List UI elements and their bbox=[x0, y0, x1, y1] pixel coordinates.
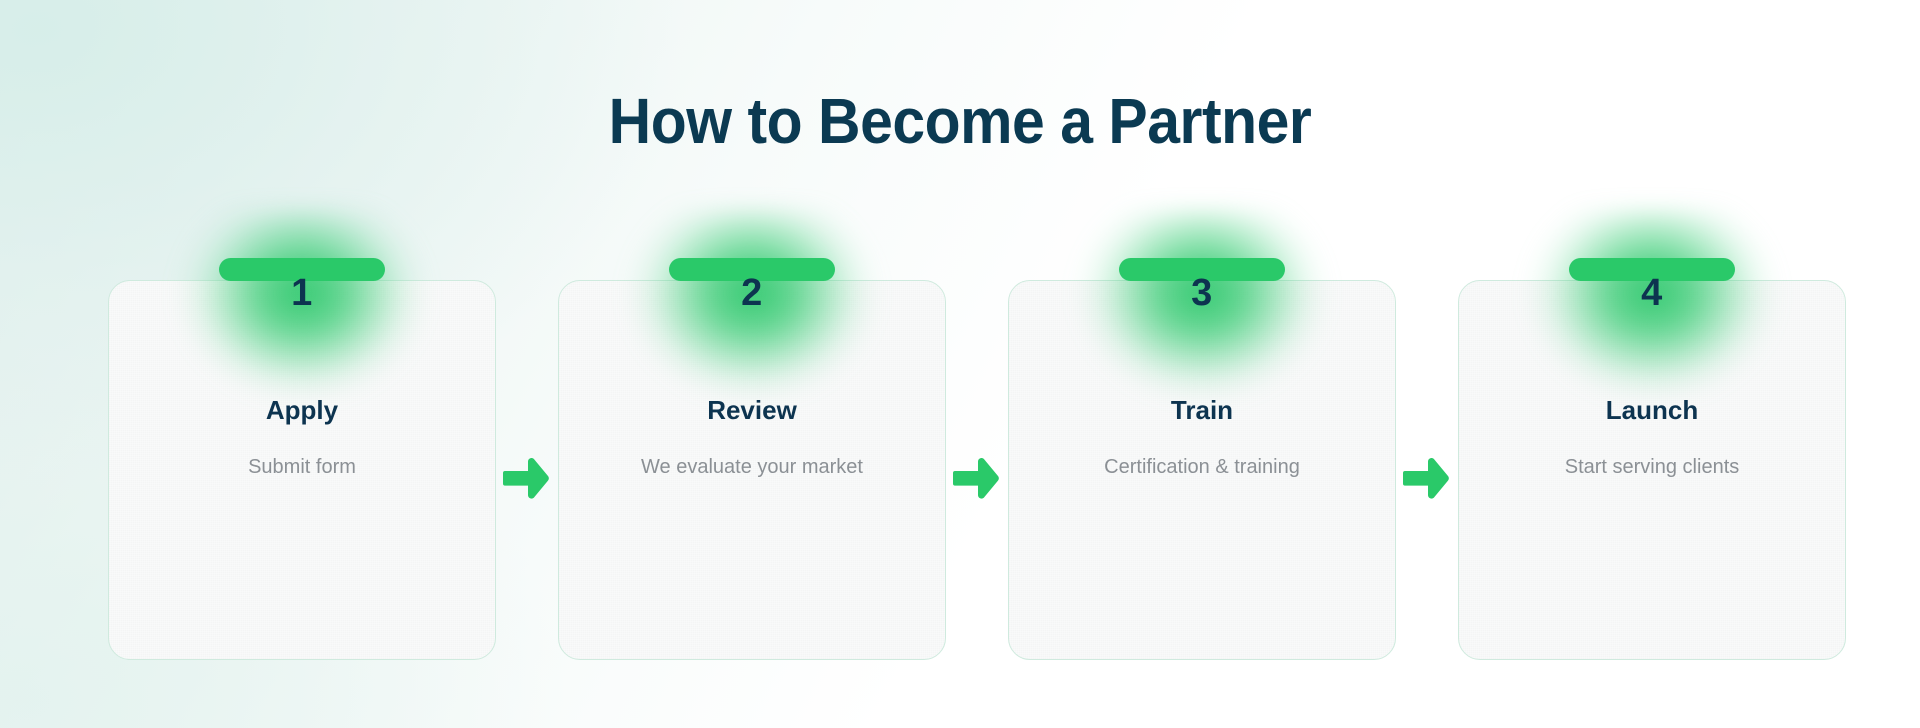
step-card-1[interactable]: 1 Apply Submit form bbox=[108, 210, 496, 660]
step-card-4[interactable]: 4 Launch Start serving clients bbox=[1458, 210, 1846, 660]
page-title: How to Become a Partner bbox=[608, 85, 1312, 157]
steps-row: 1 Apply Submit form 2 Review We evaluate… bbox=[108, 210, 1846, 660]
step-title: Launch bbox=[1605, 395, 1699, 425]
step-description: Submit form bbox=[248, 456, 356, 478]
step-title: Apply bbox=[265, 395, 339, 425]
arrow-right-icon bbox=[503, 458, 549, 499]
step-description: Start serving clients bbox=[1564, 456, 1740, 478]
step-connector-1 bbox=[496, 280, 558, 660]
step-description: Certification & training bbox=[1104, 456, 1300, 478]
step-number: 3 bbox=[1191, 272, 1213, 314]
step-number: 2 bbox=[741, 272, 763, 314]
step-connector-2 bbox=[946, 280, 1008, 660]
step-description: We evaluate your market bbox=[641, 456, 863, 478]
step-card-2[interactable]: 2 Review We evaluate your market bbox=[558, 210, 946, 660]
step-title: Train bbox=[1170, 395, 1234, 425]
step-number: 4 bbox=[1641, 272, 1663, 314]
step-connector-3 bbox=[1396, 280, 1458, 660]
step-title: Review bbox=[707, 395, 797, 425]
arrow-right-icon bbox=[1403, 458, 1449, 499]
arrow-right-icon bbox=[953, 458, 999, 499]
step-number: 1 bbox=[291, 272, 313, 314]
step-card-3[interactable]: 3 Train Certification & training bbox=[1008, 210, 1396, 660]
